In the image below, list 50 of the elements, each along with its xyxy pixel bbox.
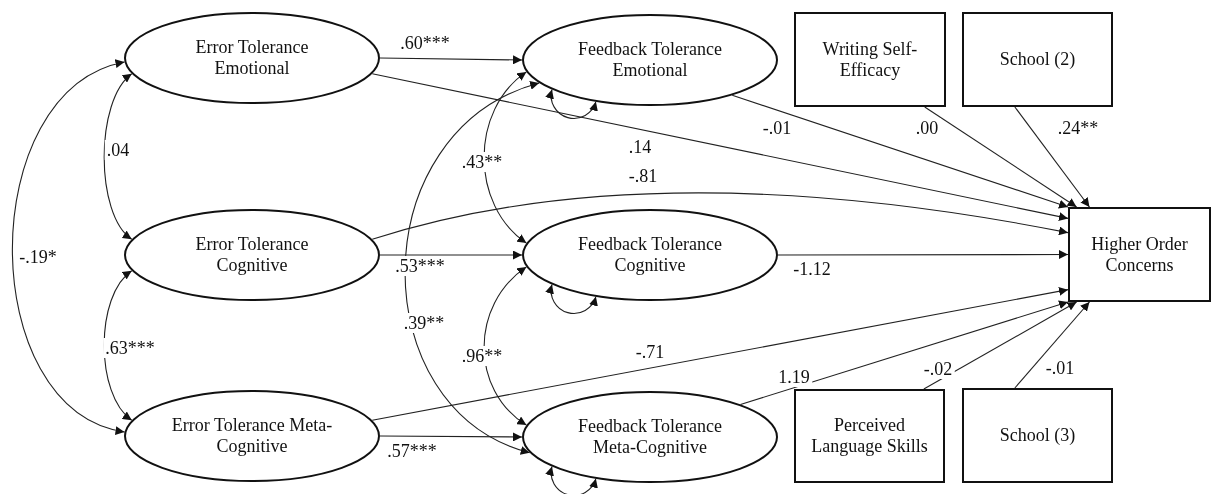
- variable-label: School (2): [999, 49, 1076, 70]
- variable-label: Feedback Tolerance Meta-Cognitive: [577, 416, 723, 458]
- latent-variable-ellipse: [124, 390, 380, 482]
- path-coefficient: .39**: [401, 313, 447, 333]
- variable-label: Error Tolerance Emotional: [194, 37, 310, 79]
- path-arrow: [923, 301, 1078, 390]
- path-arrow: [1014, 301, 1090, 389]
- covariance-arrow: [404, 82, 540, 454]
- variable-label: School (3): [999, 425, 1076, 446]
- variable-label: Higher Order Concerns: [1090, 233, 1189, 276]
- covariance-arrow: [11, 60, 126, 434]
- path-coefficient: .63***: [103, 338, 157, 358]
- covariance-arrow: [483, 266, 527, 426]
- latent-variable-ellipse: [522, 391, 778, 483]
- path-arrow: [1014, 106, 1090, 208]
- path-arrow: [379, 432, 523, 442]
- variable-label: Feedback Tolerance Emotional: [577, 39, 723, 81]
- latent-variable-ellipse: [124, 209, 380, 301]
- path-coefficient: .43**: [459, 152, 505, 172]
- latent-variable-ellipse: [522, 209, 778, 301]
- path-arrow: [379, 55, 523, 65]
- covariance-arrow: [103, 73, 133, 240]
- variable-label: Error Tolerance Cognitive: [194, 234, 310, 276]
- path-arrow: [371, 73, 1069, 221]
- variance-arrow: [545, 284, 598, 314]
- latent-variable-ellipse: [124, 12, 380, 104]
- variable-label: Error Tolerance Meta-Cognitive: [170, 415, 334, 457]
- variable-label: Perceived Language Skills: [810, 415, 929, 457]
- path-arrow: [739, 300, 1069, 406]
- covariance-arrow: [483, 71, 527, 244]
- latent-variable-ellipse: [522, 14, 778, 106]
- variable-label: Feedback Tolerance Cognitive: [577, 234, 723, 276]
- path-arrow: [731, 94, 1069, 209]
- observed-variable-box: [962, 388, 1113, 483]
- path-coefficient: 1.19: [776, 367, 812, 387]
- observed-variable-box: [794, 389, 945, 483]
- path-arrow: [379, 250, 523, 260]
- path-coefficient: .53***: [393, 256, 447, 276]
- path-arrow: [371, 192, 1069, 240]
- variance-arrow: [545, 466, 598, 494]
- variable-label: Writing Self-Efficacy: [821, 38, 919, 81]
- observed-variable-box: [962, 12, 1113, 107]
- path-arrow: [371, 286, 1069, 421]
- path-arrow: [777, 250, 1069, 259]
- observed-variable-box: [794, 12, 946, 107]
- path-arrow: [924, 106, 1078, 208]
- observed-variable-box: [1068, 207, 1211, 302]
- path-coefficient: -.02: [921, 359, 955, 379]
- variance-arrow: [545, 89, 598, 119]
- path-coefficient: .96**: [459, 346, 505, 366]
